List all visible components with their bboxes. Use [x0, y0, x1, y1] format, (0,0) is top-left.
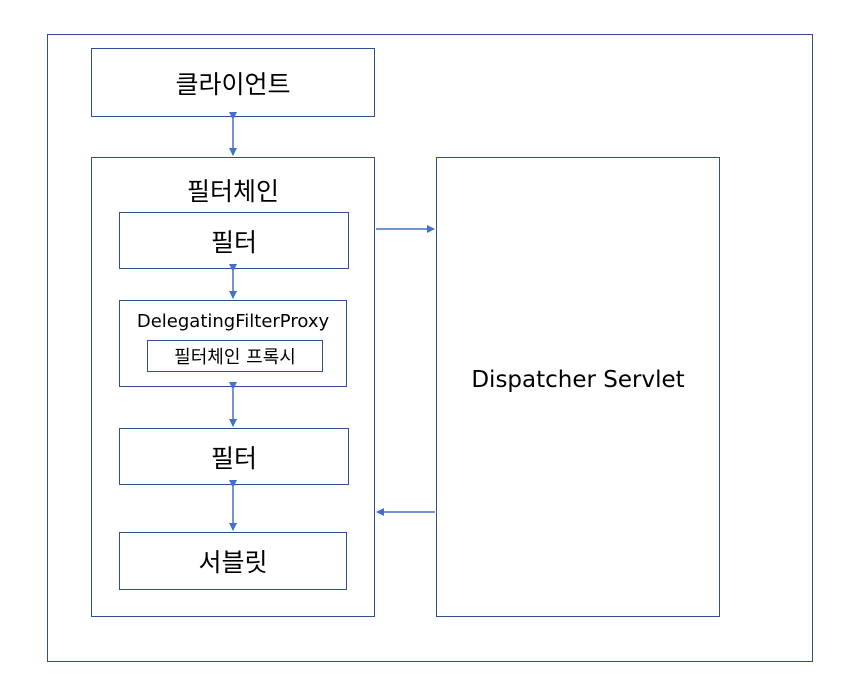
filter-top-label: 필터	[210, 227, 257, 257]
delegating-filter-proxy-box: DelegatingFilterProxy 필터체인 프록시	[119, 300, 347, 387]
dispatcher-servlet-label: Dispatcher Servlet	[471, 367, 685, 393]
dispatcher-servlet-box: Dispatcher Servlet	[436, 157, 720, 617]
client-label: 클라이언트	[175, 69, 291, 99]
filter-chain-proxy-label: 필터체인 프록시	[174, 347, 296, 368]
filter-box-bottom: 필터	[119, 428, 349, 485]
delegating-filter-proxy-label: DelegatingFilterProxy	[136, 311, 330, 332]
filter-chain-proxy-box: 필터체인 프록시	[147, 340, 323, 372]
filter-chain-title: 필터체인	[186, 177, 279, 206]
servlet-label: 서블릿	[198, 548, 268, 577]
client-box: 클라이언트	[91, 48, 375, 117]
filter-bottom-label: 필터	[210, 443, 257, 473]
servlet-box: 서블릿	[119, 532, 347, 590]
